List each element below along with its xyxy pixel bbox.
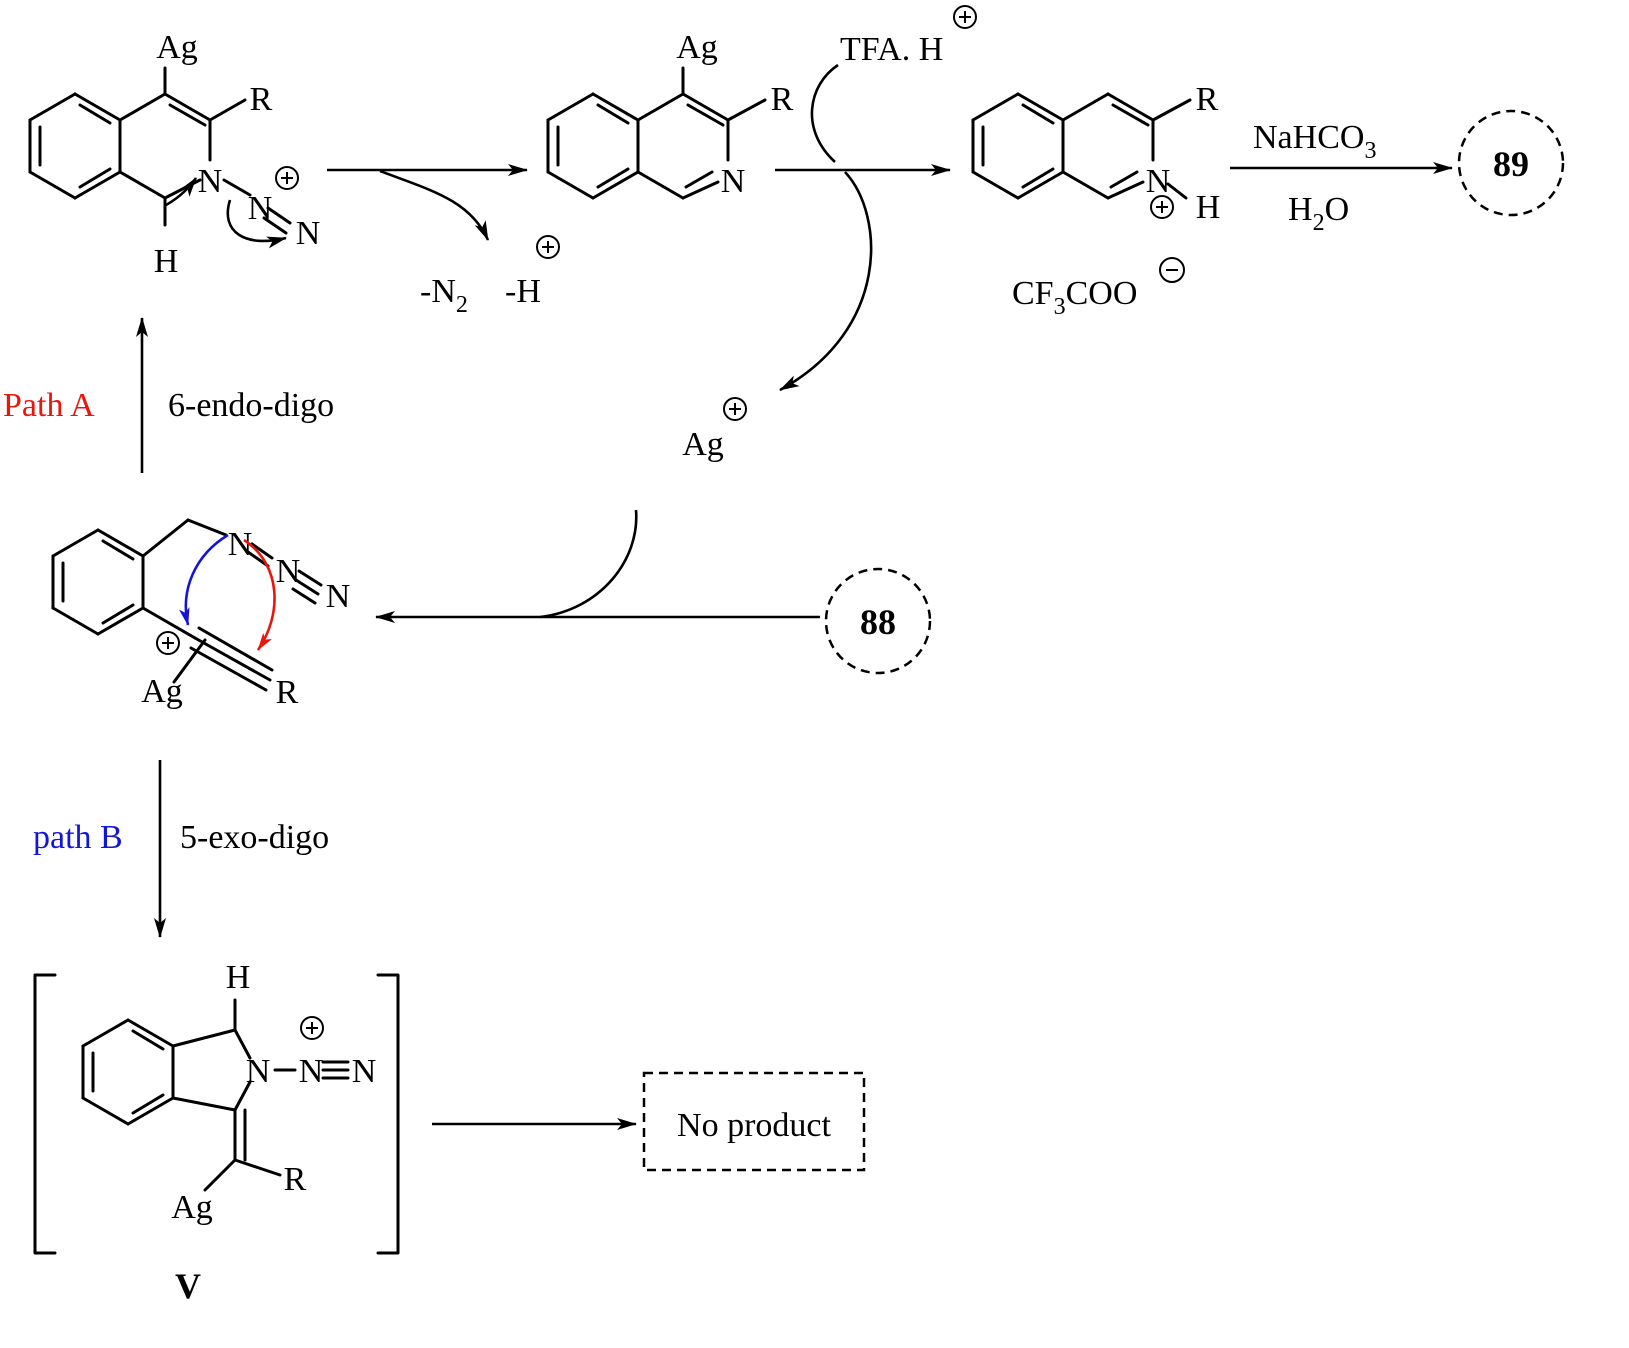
compound-88-label: 88: [860, 602, 896, 642]
r-group-label: R: [250, 81, 273, 118]
isoindoline-ring-v: [171, 998, 350, 1192]
nitrogen-label: N: [1146, 163, 1171, 200]
no-product-label: No product: [677, 1107, 831, 1144]
starting-material-88-badge: 88: [824, 567, 932, 675]
silver-label: Ag: [141, 673, 183, 710]
nitrogen-label: N: [246, 1053, 271, 1090]
compound-89-label: 89: [1493, 144, 1529, 184]
nitrogen-label: N: [326, 578, 351, 615]
nitrogen-label: N: [276, 553, 301, 590]
nitrogen-label: N: [299, 1053, 324, 1090]
product-89-badge: 89: [1457, 109, 1565, 217]
path-a-mode-label: 6-endo-digo: [168, 387, 334, 424]
pyridinium-ring-3: [1061, 92, 1192, 200]
electron-push-arrow: [165, 177, 198, 207]
path-b-label: path B: [33, 819, 123, 856]
tfa-reagent-label: TFA. H: [840, 31, 943, 68]
silver-label: Ag: [156, 29, 198, 66]
trifluoroacetate-label: CF3COO: [1012, 275, 1137, 320]
path-a-electron-arrow: [243, 538, 276, 651]
nitrogen-label: N: [198, 163, 223, 200]
r-group-label: R: [284, 1161, 307, 1198]
positive-charge-icon: [953, 5, 977, 29]
no-product-box: No product: [642, 1071, 866, 1172]
positive-charge-icon: [1150, 195, 1174, 219]
catalyst-release-arrow: [779, 171, 873, 392]
bicarbonate-label: NaHCO3: [1253, 119, 1376, 164]
pyridine-ring-2: [636, 66, 767, 200]
benzene-ring-2: [546, 92, 640, 200]
silver-label: Ag: [171, 1189, 213, 1226]
r-group-label: R: [276, 674, 299, 711]
benzene-ring-v: [81, 1018, 175, 1126]
r-group-label: R: [1196, 81, 1219, 118]
molecule-isoquinolinium-salt: R N H CF3COO: [971, 81, 1221, 320]
intermediate-v: H N N N R Ag V: [33, 959, 400, 1306]
benzene-ring-4: [51, 528, 145, 636]
r-group-label: R: [771, 81, 794, 118]
silver-cation-label: Ag: [682, 426, 724, 463]
nitrogen-label: N: [248, 190, 273, 227]
positive-charge-icon: [536, 235, 560, 259]
molecule-silver-isoquinoline: Ag R N: [546, 29, 794, 200]
benzene-ring-3: [971, 92, 1065, 200]
positive-charge-icon: [300, 1016, 324, 1040]
loss-proton-label: -H: [505, 273, 541, 310]
molecule-silver-alkyne-azide-complex: N N N Ag R: [51, 518, 351, 711]
hydrogen-label: H: [1196, 189, 1221, 226]
catalyst-uptake-arrow: [539, 509, 638, 619]
azidomethyl-alkyne-chain: [141, 518, 323, 692]
hydrogen-label: H: [154, 243, 179, 280]
nitrogen-label: N: [352, 1053, 377, 1090]
nitrogen-label: N: [296, 215, 321, 252]
water-label: H2O: [1288, 191, 1349, 236]
positive-charge-icon: [275, 166, 299, 190]
electron-push-arrow: [226, 199, 287, 249]
positive-charge-icon: [156, 631, 180, 655]
path-b-mode-label: 5-exo-digo: [180, 819, 329, 856]
benzene-ring-1: [28, 92, 122, 200]
molecule-silver-dihydroisoquinolinium: Ag R N N N H: [28, 29, 321, 280]
path-a-label: Path A: [3, 387, 95, 424]
byproduct-arrow: [379, 169, 490, 241]
heterocycle-ring-1: [118, 66, 292, 235]
negative-charge-icon: [1159, 257, 1185, 283]
intermediate-v-label: V: [175, 1266, 201, 1306]
square-brackets: [33, 973, 400, 1255]
reagent-curved-arrow: [810, 63, 839, 163]
loss-n2-label: -N2: [420, 273, 468, 318]
hydrogen-label: H: [226, 959, 251, 996]
nitrogen-label: N: [721, 163, 746, 200]
positive-charge-icon: [723, 397, 747, 421]
path-b-electron-arrow: [178, 533, 229, 626]
silver-label: Ag: [676, 29, 718, 66]
